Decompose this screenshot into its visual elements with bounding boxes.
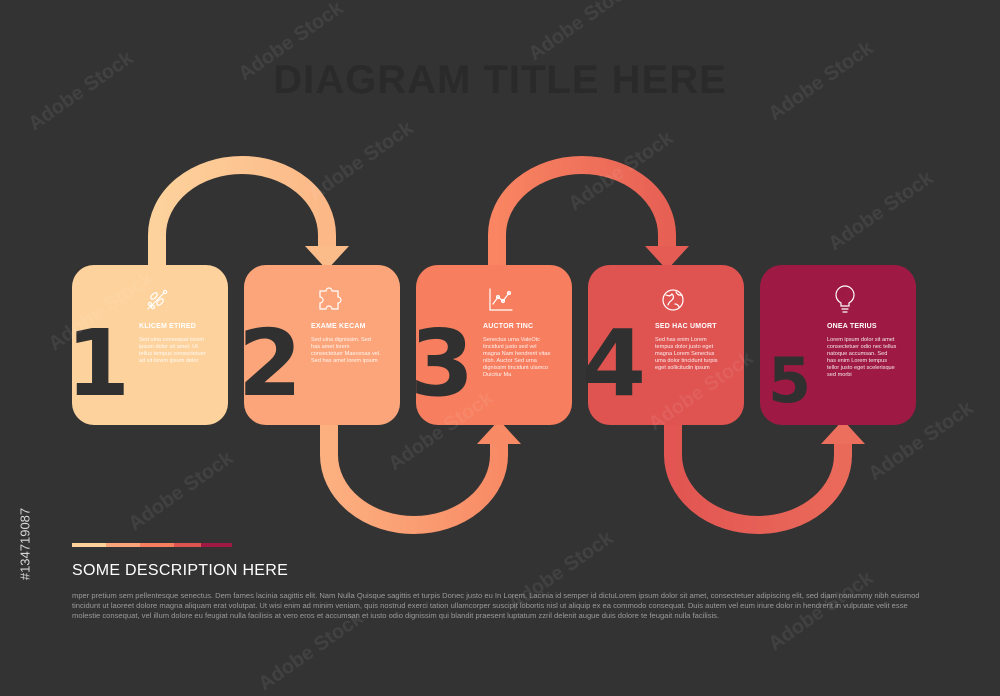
arrowhead-2-3 (477, 420, 521, 444)
step-number-5: 5 (768, 344, 812, 417)
step-number-2: 2 (238, 310, 303, 417)
color-bar-4 (174, 543, 201, 547)
connector-3-4 (488, 156, 676, 270)
connector-2-3 (320, 420, 508, 534)
step-text-1: Sed ulna consequat lorem ipsum dolor sit… (139, 337, 206, 364)
color-bar-3 (140, 543, 174, 547)
step-box-2 (244, 265, 400, 425)
holly-icon (147, 289, 168, 310)
step-title-1: KLICEM ETIRED (139, 323, 197, 330)
description-heading: SOME DESCRIPTION HERE (72, 562, 289, 579)
color-bar-2 (106, 543, 140, 547)
puzzle-icon (319, 287, 342, 310)
step-number-1: 1 (66, 310, 131, 417)
globe-icon (662, 289, 684, 311)
step-title-2: EXAME KECAM (311, 323, 366, 330)
arrowhead-3-4 (645, 246, 689, 270)
connector-1-2 (148, 156, 336, 270)
stock-id-text: #134719087 (17, 507, 33, 581)
step-box-3 (416, 265, 572, 425)
step-title-4: SED HAC UMORT (655, 323, 717, 330)
color-bar-5 (201, 543, 232, 547)
step-number-4: 4 (582, 310, 647, 417)
lightbulb-icon (835, 285, 855, 313)
step-title-5: ONEA TERIUS (827, 323, 877, 330)
step-box-4 (588, 265, 744, 425)
diagram-title: DIAGRAM TITLE HERE (273, 58, 727, 102)
step-text-3: Senectus urna ValeOtc tincidunt justo se… (483, 337, 551, 378)
step-text-2: Sed ulna dignissim. Sed has amet lorem c… (311, 337, 381, 364)
description-body: mper pretium sem pellentesque senectus. … (72, 591, 920, 620)
stock-id-label: #134719087 (10, 454, 40, 634)
connector-4-5 (664, 420, 852, 534)
arrowhead-1-2 (305, 246, 349, 270)
step-title-3: AUCTOR TINC (483, 323, 534, 330)
step-text-5: Lorem ipsum dolor sit amet consectetuer … (827, 337, 897, 378)
color-bar-1 (72, 543, 106, 547)
step-box-5 (760, 265, 916, 425)
step-text-4: Sed has enim Lorem tempus dolor justo eg… (655, 337, 718, 371)
step-number-3: 3 (410, 310, 475, 417)
arrowhead-4-5 (821, 420, 865, 444)
step-box-1 (72, 265, 228, 425)
chart-icon (489, 288, 513, 311)
